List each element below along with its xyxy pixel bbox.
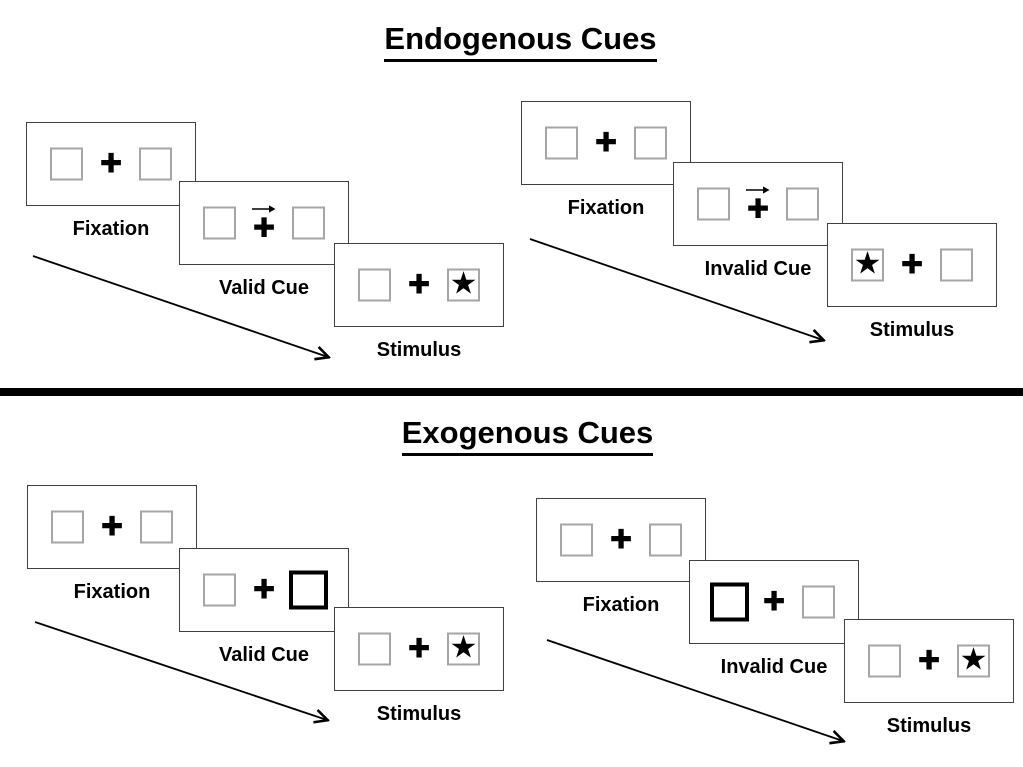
right-placeholder-box — [139, 147, 172, 181]
panel-label-valid-cue: Valid Cue — [218, 644, 310, 666]
fixation-cross-icon: ✚ — [609, 524, 633, 556]
left-placeholder-box — [560, 523, 593, 557]
left-target-box: ★ — [851, 245, 884, 282]
right-placeholder-box — [786, 187, 819, 221]
fixation-cross-icon: ✚ — [594, 127, 618, 159]
panel-label-invalid-cue: Invalid Cue — [704, 258, 812, 280]
left-placeholder-box — [697, 187, 730, 221]
cue-arrow-icon — [252, 205, 276, 213]
star-stimulus-icon: ★ — [959, 641, 988, 678]
section-title-text: Exogenous Cues — [401, 415, 654, 457]
timeline-arrow — [529, 238, 823, 340]
fixation-cross-icon: ✚ — [252, 574, 276, 606]
left-placeholder-box — [51, 510, 84, 544]
right-placeholder-box — [940, 248, 973, 282]
right-target-box: ★ — [447, 265, 480, 302]
timeline-arrow — [34, 621, 327, 720]
fixation-cross-icon: ✚ — [900, 249, 924, 281]
left-highlighted-cue-box — [710, 582, 749, 622]
panel-label-stimulus: Stimulus — [869, 319, 955, 341]
left-placeholder-box — [358, 268, 391, 302]
panel-label-stimulus: Stimulus — [886, 715, 972, 737]
timeline-arrow — [32, 255, 328, 357]
star-stimulus-icon: ★ — [449, 629, 478, 666]
star-stimulus-icon: ★ — [449, 265, 478, 302]
right-highlighted-cue-box — [289, 570, 328, 610]
panel-label-fixation: Fixation — [567, 197, 645, 219]
invalid-cue-panel: ✚ — [689, 560, 859, 644]
panel-label-stimulus: Stimulus — [376, 339, 462, 361]
stimulus-panel: ✚ ★ — [334, 243, 504, 327]
right-placeholder-box — [292, 206, 325, 240]
panel-label-valid-cue: Valid Cue — [218, 277, 310, 299]
panel-label-fixation: Fixation — [73, 581, 151, 603]
fixation-cross-icon: ✚ — [407, 633, 431, 665]
fixation-cross-icon: ✚ — [100, 511, 124, 543]
right-target-box: ★ — [447, 629, 480, 666]
star-stimulus-icon: ★ — [853, 245, 882, 282]
section-title-text: Endogenous Cues — [384, 21, 657, 63]
stimulus-panel: ✚ ★ — [334, 607, 504, 691]
valid-cue-panel: ✚ — [179, 548, 349, 632]
section-divider — [0, 388, 1023, 396]
right-placeholder-box — [634, 126, 667, 160]
right-target-box: ★ — [957, 641, 990, 678]
stimulus-panel: ✚ ★ — [844, 619, 1014, 703]
section-title-endogenous: Endogenous Cues — [18, 21, 1023, 63]
left-placeholder-box — [50, 147, 83, 181]
fixation-cross-icon: ✚ — [746, 194, 770, 225]
right-placeholder-box — [802, 585, 835, 619]
fixation-panel: ✚ — [536, 498, 706, 582]
left-placeholder-box — [203, 206, 236, 240]
valid-cue-panel: ✚ — [179, 181, 349, 265]
fixation-cross-icon: ✚ — [99, 148, 123, 180]
stimulus-panel: ★ ✚ — [827, 223, 997, 307]
invalid-cue-panel: ✚ — [673, 162, 843, 246]
cue-arrow-icon — [746, 186, 770, 194]
panel-label-stimulus: Stimulus — [376, 703, 462, 725]
fixation-panel: ✚ — [26, 122, 196, 206]
right-placeholder-box — [140, 510, 173, 544]
section-title-exogenous: Exogenous Cues — [32, 415, 1023, 457]
fixation-cross-icon: ✚ — [917, 645, 941, 677]
left-placeholder-box — [545, 126, 578, 160]
fixation-cross-icon: ✚ — [252, 213, 276, 244]
left-placeholder-box — [203, 573, 236, 607]
panel-label-fixation: Fixation — [582, 594, 660, 616]
panel-label-invalid-cue: Invalid Cue — [720, 656, 828, 678]
fixation-cross-icon: ✚ — [407, 269, 431, 301]
right-placeholder-box — [649, 523, 682, 557]
left-placeholder-box — [358, 632, 391, 666]
fixation-panel: ✚ — [27, 485, 197, 569]
fixation-cross-icon: ✚ — [762, 586, 786, 618]
left-placeholder-box — [868, 644, 901, 678]
fixation-panel: ✚ — [521, 101, 691, 185]
panel-label-fixation: Fixation — [72, 218, 150, 240]
